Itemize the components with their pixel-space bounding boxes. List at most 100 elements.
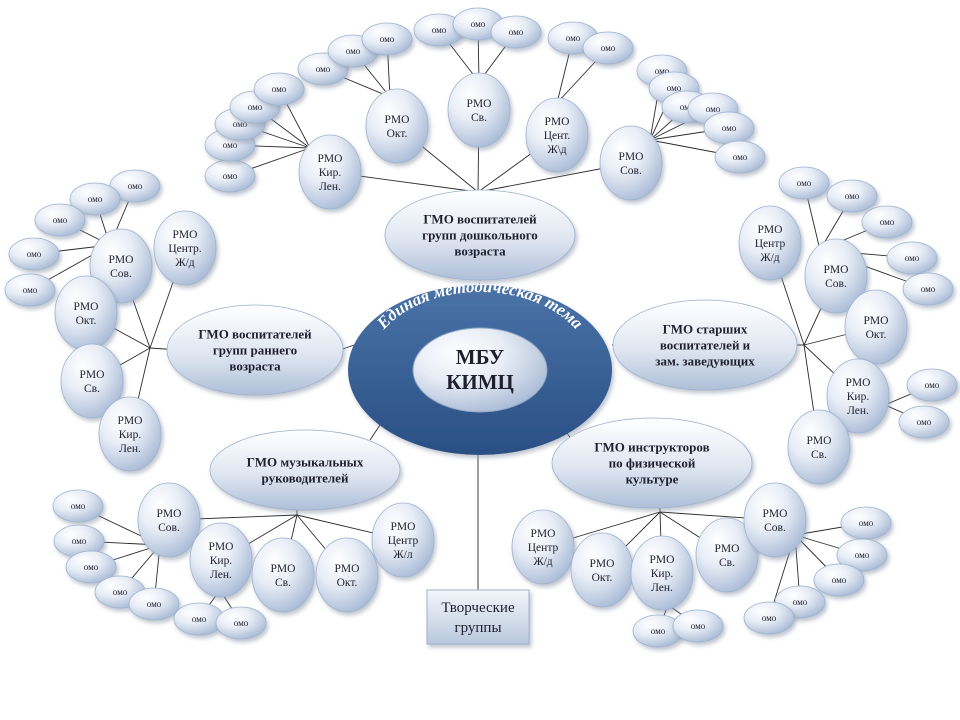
rmo-node-okt-label: РМО: [864, 315, 889, 327]
omo-node[interactable]: омо: [34, 203, 86, 237]
omo-node[interactable]: омо: [840, 506, 892, 540]
omo-node[interactable]: омо: [582, 31, 634, 65]
omo-node[interactable]: омо: [813, 563, 865, 597]
omo-node-label: омо: [23, 285, 38, 295]
omo-node[interactable]: омо: [778, 166, 830, 200]
rmo-node-centr-zhl-label: Центр: [388, 535, 419, 547]
rmo-node-sv-label: Св.: [84, 383, 100, 395]
omo-node[interactable]: омо: [672, 609, 724, 643]
omo-node[interactable]: омо: [906, 368, 958, 402]
rmo-node-centr-zhl-label: РМО: [391, 521, 416, 533]
rmo-node-kir-len-label: Лен.: [119, 443, 141, 455]
omo-node-shape: [886, 241, 938, 275]
omo-node-label: омо: [380, 34, 395, 44]
rmo-node-sov-label: Сов.: [764, 522, 786, 534]
omo-node[interactable]: омо: [898, 405, 950, 439]
omo-node[interactable]: омо: [861, 205, 913, 239]
rmo-node-kir-len-label: Кир.: [119, 429, 142, 441]
omo-node[interactable]: омо: [215, 606, 267, 640]
omo-node-label: омо: [925, 380, 940, 390]
rmo-node-centr-zhd-4-label: Ж/д: [533, 556, 552, 568]
omo-node[interactable]: омо: [361, 22, 413, 56]
omo-node-label: омо: [845, 191, 860, 201]
rmo-node-sov-label: РМО: [619, 151, 644, 163]
rmo-node-sv-shape: [787, 409, 851, 485]
omo-node[interactable]: омо: [703, 111, 755, 145]
omo-node[interactable]: омо: [826, 179, 878, 213]
omo-node[interactable]: омо: [204, 159, 256, 193]
omo-node-label: омо: [84, 562, 99, 572]
rmo-node-centr-zhd-3-label: РМО: [758, 224, 783, 236]
rmo-node-sov-shape: [804, 238, 868, 314]
omo-node-label: омо: [762, 613, 777, 623]
creative-groups-box[interactable]: Творческие группы: [426, 589, 530, 645]
rmo-node-kir-len-label: Лен.: [651, 582, 673, 594]
center-node[interactable]: Единая методическая тема МБУ КИМЦ: [348, 277, 612, 455]
rmo-node-sov-label: РМО: [109, 254, 134, 266]
omo-node-label: омо: [601, 43, 616, 53]
rmo-node-kir-len-label: РМО: [846, 377, 871, 389]
omo-node-label: омо: [432, 25, 447, 35]
omo-node[interactable]: омо: [65, 550, 117, 584]
gmo-physical-label: культуре: [626, 471, 679, 486]
rmo-node-okt-label: Окт.: [592, 572, 613, 584]
omo-node[interactable]: омо: [8, 237, 60, 271]
omo-node[interactable]: омо: [52, 489, 104, 523]
omo-node[interactable]: омо: [69, 182, 121, 216]
omo-node[interactable]: омо: [490, 15, 542, 49]
omo-node[interactable]: омо: [836, 538, 888, 572]
omo-node-shape: [8, 237, 60, 271]
rmo-node-sv-label: РМО: [807, 435, 832, 447]
omo-node-label: омо: [248, 102, 263, 112]
omo-node-label: омо: [509, 27, 524, 37]
gmo-senior-shape: [612, 299, 798, 391]
omo-node[interactable]: омо: [128, 587, 180, 621]
omo-node-label: омо: [223, 140, 238, 150]
omo-node-label: омо: [72, 536, 87, 546]
rmo-node-okt-shape: [844, 289, 908, 365]
omo-node[interactable]: омо: [253, 72, 305, 106]
rmo-node-sov-label: РМО: [157, 508, 182, 520]
omo-node-label: омо: [566, 33, 581, 43]
rmo-node-centr-zhd-2-label: Ж/д: [175, 257, 194, 269]
omo-node[interactable]: омо: [743, 601, 795, 635]
rmo-node-kir-len-label: РМО: [209, 541, 234, 553]
omo-node[interactable]: омо: [53, 524, 105, 558]
omo-node[interactable]: омо: [886, 241, 938, 275]
gmo-physical-shape: [551, 417, 753, 509]
omo-node[interactable]: омо: [632, 614, 684, 648]
omo-node[interactable]: омо: [4, 273, 56, 307]
omo-node[interactable]: омо: [714, 140, 766, 174]
omo-node[interactable]: омо: [902, 272, 954, 306]
